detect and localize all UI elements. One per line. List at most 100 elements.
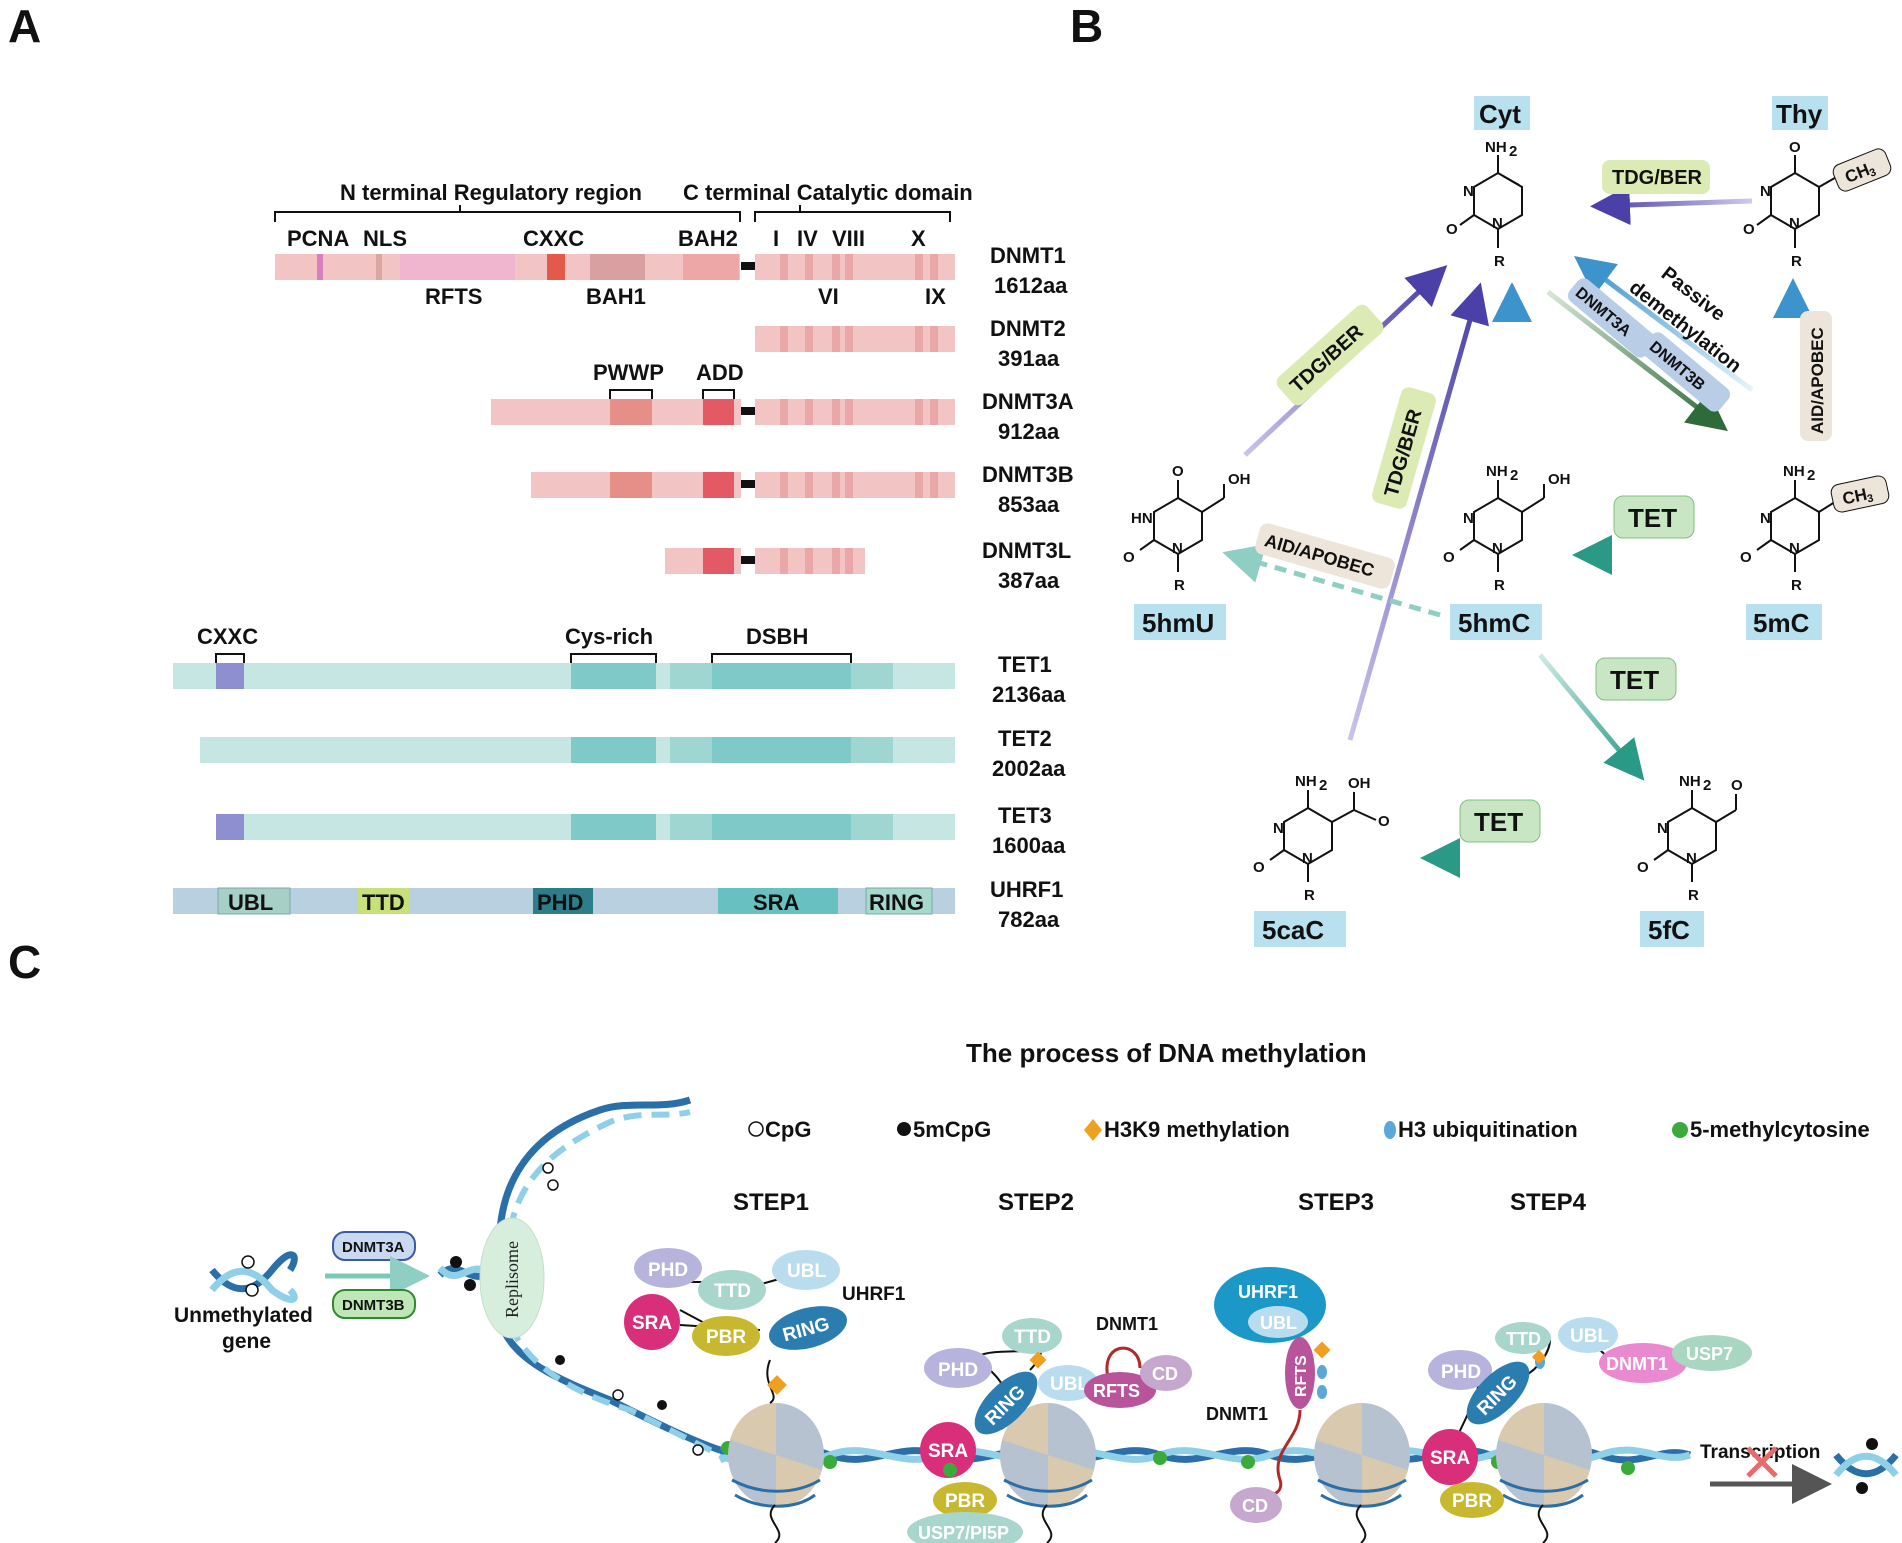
uhrf1-domain-ring: RING: [869, 890, 924, 915]
svg-text:PHD: PHD: [938, 1360, 978, 1381]
step2-complex: PHD TTD RING UBL SRA PBR USP7/PI5P RFTS …: [907, 1314, 1192, 1543]
protein-length: 853aa: [998, 492, 1060, 517]
arrow-5hmc-to-5hmu: [1222, 544, 1441, 618]
svg-text:USP7/PI5P: USP7/PI5P: [918, 1523, 1009, 1543]
tet-domain-dsbh: DSBH: [746, 624, 808, 649]
svg-text:DNMT1: DNMT1: [1606, 1354, 1668, 1374]
unmethylated-label: Unmethylated: [174, 1304, 313, 1327]
ttd-domain: TTD: [698, 1270, 766, 1310]
uhrf1-label: UHRF1: [842, 1284, 906, 1305]
svg-text:DNMT3B: DNMT3B: [342, 1297, 405, 1314]
protein-length: 2136aa: [992, 682, 1066, 707]
phd-domain: PHD: [1428, 1350, 1492, 1390]
uhrf1-domain-sra: SRA: [753, 890, 800, 915]
tet-domain-cxxc: CXXC: [197, 624, 258, 649]
svg-text:SRA: SRA: [1430, 1448, 1470, 1469]
svg-text:O: O: [1123, 549, 1135, 566]
dsbh-bracket: [711, 653, 852, 664]
phd-domain: PHD: [634, 1248, 702, 1288]
svg-text:N: N: [1760, 510, 1771, 527]
5-methylcytosine-legend-icon: [1672, 1122, 1688, 1138]
svg-text:TET: TET: [1628, 503, 1677, 533]
ubl-domain: UBL: [772, 1250, 840, 1290]
svg-text:TET: TET: [1610, 665, 1659, 695]
svg-text:N: N: [1686, 850, 1697, 867]
uhrf1-domain-phd: PHD: [537, 890, 583, 915]
legend-h3k9: H3K9 methylation: [1104, 1117, 1290, 1142]
protein-name: TET2: [998, 726, 1052, 751]
ubl-domain: UBL: [1558, 1317, 1618, 1353]
structure-thymine: O N O N R CH 3: [1743, 139, 1892, 270]
svg-text:5hmC: 5hmC: [1458, 608, 1530, 638]
methyl-cytosine-mark: [943, 1463, 957, 1477]
ttd-domain: TTD: [1002, 1318, 1062, 1354]
svg-text:CH: CH: [1841, 485, 1869, 509]
svg-text:OH: OH: [1228, 471, 1251, 488]
cys-rich-bracket: [570, 653, 657, 664]
dnmt1-motif-vi: VI: [818, 284, 839, 309]
dnmt3a-pill: DNMT3A: [332, 1231, 416, 1261]
methyl-cytosine-mark: [1153, 1451, 1167, 1465]
dnmt1-domain-nls: NLS: [363, 226, 407, 251]
dnmt1-bar: [275, 254, 955, 280]
node-5hmc: 5hmC: [1450, 604, 1542, 640]
arrow-passive-demethylation: [1574, 255, 1754, 392]
enzyme-tet-1: TET: [1613, 495, 1695, 539]
svg-text:5caC: 5caC: [1262, 915, 1324, 945]
svg-text:R: R: [1791, 577, 1802, 594]
ring-domain: RING: [769, 1306, 847, 1350]
add-bracket: [702, 389, 735, 400]
protein-name: DNMT3A: [982, 389, 1074, 414]
svg-text:CD: CD: [1242, 1496, 1268, 1516]
dnmt1-label: DNMT1: [1096, 1314, 1158, 1334]
svg-text:3: 3: [1868, 166, 1878, 179]
rfts-domain: RFTS: [1084, 1372, 1156, 1408]
node-5fc: 5fC: [1640, 911, 1704, 947]
catalytic-domain-label: C terminal Catalytic domain: [683, 180, 973, 205]
protein-name: TET3: [998, 803, 1052, 828]
protein-length: 2002aa: [992, 756, 1066, 781]
svg-text:N: N: [1760, 183, 1771, 200]
replisome: [479, 1217, 545, 1339]
enzyme-tdg-ber-2: TDG/BER: [1276, 304, 1384, 406]
pwwp-bracket: [609, 389, 653, 400]
svg-text:RFTS: RFTS: [1293, 1355, 1310, 1397]
methyl-cytosine-mark: [1241, 1455, 1255, 1469]
node-5mc: 5mC: [1746, 604, 1822, 640]
step3-complex: UHRF1 UBL RFTS CD DNMT1: [1206, 1267, 1331, 1523]
arrow-cyt-to-5mc: [1546, 290, 1728, 432]
uhrf1-bar: [173, 887, 955, 915]
svg-text:N: N: [1172, 540, 1183, 557]
unmethylated-dna-icon: [209, 1251, 298, 1303]
protein-name: TET1: [998, 652, 1052, 677]
gene-label: gene: [222, 1330, 271, 1353]
svg-text:PHD: PHD: [1441, 1362, 1481, 1383]
dnmt2-bar: [755, 326, 955, 352]
dnmt1-step2: RFTS CD DNMT1: [1084, 1314, 1192, 1408]
svg-text:UBL: UBL: [787, 1261, 826, 1282]
svg-text:TTD: TTD: [1014, 1327, 1051, 1348]
rfts-domain: RFTS: [1285, 1337, 1315, 1409]
tet2-bar: [200, 737, 955, 763]
cxxc-bracket: [215, 653, 245, 664]
svg-text:UBL: UBL: [1570, 1326, 1609, 1347]
step4-complex: PHD TTD UBL RING SRA PBR DNMT1 USP7: [1422, 1317, 1752, 1518]
svg-text:TTD: TTD: [1506, 1329, 1541, 1349]
svg-text:AID/APOBEC: AID/APOBEC: [1808, 327, 1827, 434]
svg-text:OH: OH: [1348, 775, 1371, 792]
nucleosome: [1314, 1403, 1410, 1543]
svg-text:TET: TET: [1474, 807, 1523, 837]
h3k9-methylation-mark: [1531, 1349, 1547, 1365]
svg-text:5mC: 5mC: [1753, 608, 1810, 638]
svg-text:O: O: [1637, 859, 1649, 876]
step1-label: STEP1: [733, 1189, 809, 1216]
svg-text:NH: NH: [1783, 463, 1805, 480]
step1-uhrf1-complex: PHD TTD UBL SRA PBR RING UHRF1: [624, 1248, 906, 1356]
usp7-pi5p: USP7/PI5P: [907, 1512, 1023, 1543]
svg-text:2: 2: [1509, 143, 1517, 160]
dnmt3a-domain-pwwp: PWWP: [593, 360, 664, 385]
dnmt3b-pill: DNMT3B: [332, 1289, 416, 1319]
svg-text:2: 2: [1703, 777, 1711, 794]
